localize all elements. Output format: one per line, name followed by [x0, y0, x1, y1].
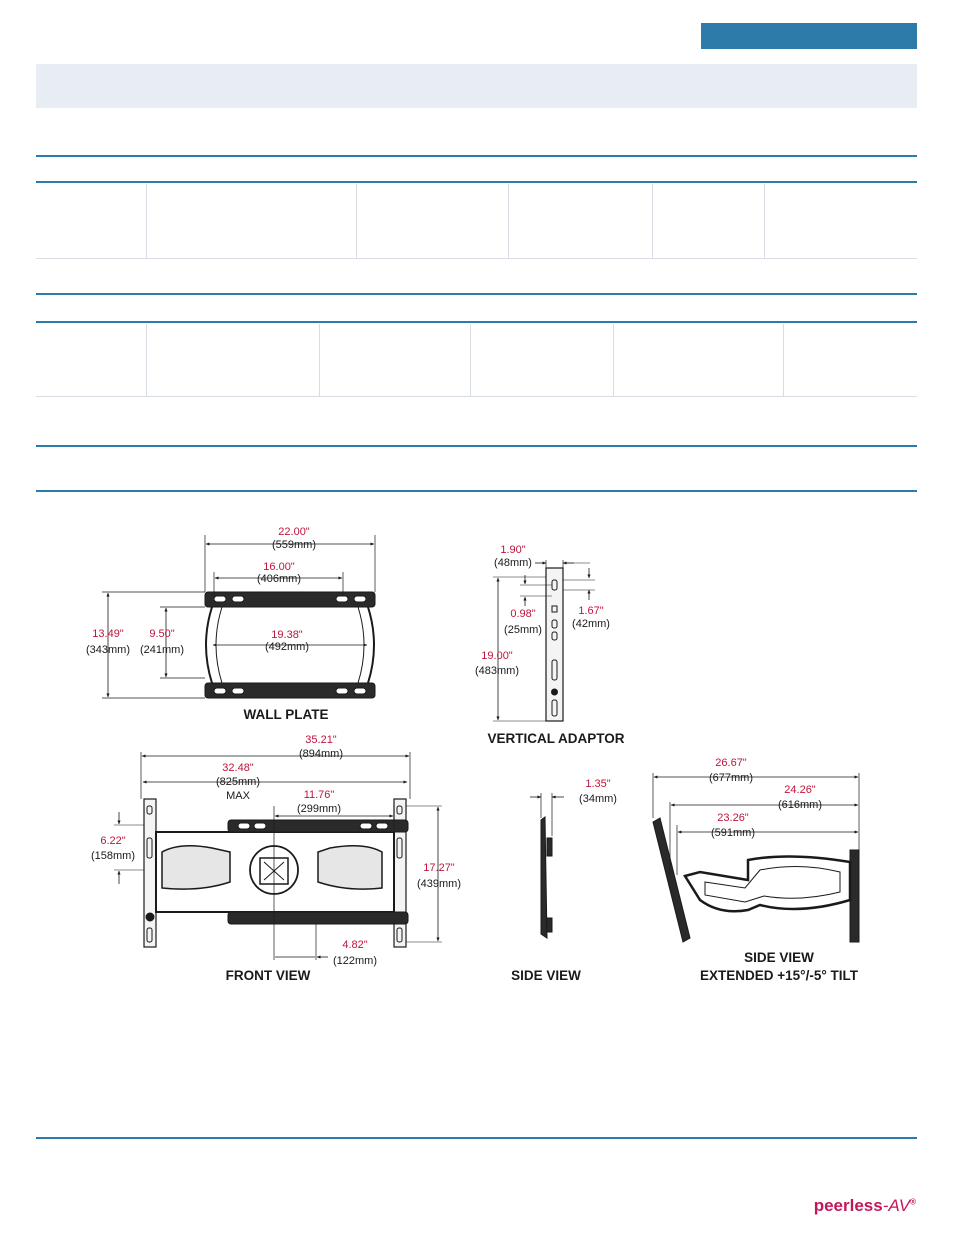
dim-value: 0.98" [510, 608, 535, 620]
front-view-title: FRONT VIEW [226, 968, 311, 983]
dim-value: 11.76" [304, 789, 335, 801]
table-divider [146, 324, 147, 396]
dim-value: 22.00" [278, 526, 310, 538]
dim-value: 17.27" [423, 862, 455, 874]
table-divider [356, 184, 357, 258]
logo-suffix: -AV [882, 1196, 911, 1215]
dim-metric: (122mm) [333, 955, 377, 967]
dim-value: 24.26" [784, 784, 816, 796]
section-rule [36, 293, 917, 295]
dim-value: 13.49" [92, 628, 124, 640]
dim-note: MAX [226, 790, 251, 802]
dim-value: 35.21" [305, 734, 337, 746]
dim-value: 23.26" [717, 812, 749, 824]
dim-metric: (616mm) [778, 799, 822, 811]
footer-rule [36, 1137, 917, 1139]
header-accent-bar [701, 23, 917, 49]
dim-metric: (343mm) [86, 644, 130, 656]
dim-metric: (825mm) [216, 776, 260, 788]
table-divider [764, 184, 765, 258]
side-view-extended-title: SIDE VIEW [744, 950, 814, 965]
dim-metric: (406mm) [257, 573, 301, 585]
dim-value: 1.90" [500, 544, 525, 556]
logo-trademark: ® [910, 1197, 916, 1207]
dim-metric: (48mm) [494, 557, 532, 569]
table-divider [508, 184, 509, 258]
peerless-av-logo: peerless-AV® [814, 1196, 916, 1216]
dim-metric: (241mm) [140, 644, 184, 656]
dim-metric: (559mm) [272, 539, 316, 551]
dim-metric: (299mm) [297, 803, 341, 815]
dim-metric: (894mm) [299, 748, 343, 760]
section-rule [36, 155, 917, 157]
dim-metric: (158mm) [91, 850, 135, 862]
dim-value: 6.22" [100, 835, 125, 847]
dim-value: 19.00" [481, 650, 513, 662]
dim-metric: (439mm) [417, 878, 461, 890]
wall-plate-title: WALL PLATE [244, 707, 329, 722]
dim-metric: (483mm) [475, 665, 519, 677]
dim-metric: (591mm) [711, 827, 755, 839]
side-view-drawing [530, 793, 564, 939]
dimension-labels: 22.00" (559mm) 16.00" (406mm) 13.49" (34… [86, 526, 822, 967]
table-divider [319, 324, 320, 396]
dim-metric: (492mm) [265, 641, 309, 653]
wall-plate-drawing [102, 535, 376, 699]
drawing-titles: WALL PLATE VERTICAL ADAPTOR FRONT VIEW S… [226, 707, 859, 983]
dim-metric: (677mm) [709, 772, 753, 784]
table-top-rule [36, 321, 917, 323]
dim-value: 26.67" [715, 757, 747, 769]
side-view-extended-subtitle: EXTENDED +15°/-5° TILT [700, 968, 859, 983]
logo-brand: peerless [813, 1196, 883, 1215]
dim-value: 1.35" [585, 778, 610, 790]
dim-value: 9.50" [149, 628, 174, 640]
dim-value: 4.82" [342, 939, 367, 951]
table-top-rule [36, 181, 917, 183]
table-divider [613, 324, 614, 396]
dim-metric: (42mm) [572, 618, 610, 630]
dim-value: 19.38" [271, 629, 303, 641]
vertical-adaptor-title: VERTICAL ADAPTOR [487, 731, 624, 746]
dim-value: 1.67" [578, 605, 603, 617]
dim-metric: (34mm) [579, 793, 617, 805]
section-rule [36, 445, 917, 447]
dim-value: 16.00" [263, 561, 295, 573]
vertical-adaptor-drawing [493, 560, 595, 722]
table-divider [652, 184, 653, 258]
table-divider [470, 324, 471, 396]
table-bottom-rule [36, 258, 917, 259]
front-view-drawing [114, 752, 442, 960]
side-view-title: SIDE VIEW [511, 968, 581, 983]
table-divider [783, 324, 784, 396]
side-view-extended-drawing [652, 773, 860, 943]
table-bottom-rule [36, 396, 917, 397]
table-divider [146, 184, 147, 258]
section-rule [36, 490, 917, 492]
dim-metric: (25mm) [504, 624, 542, 636]
dim-value: 32.48" [222, 762, 254, 774]
title-band [36, 64, 917, 108]
